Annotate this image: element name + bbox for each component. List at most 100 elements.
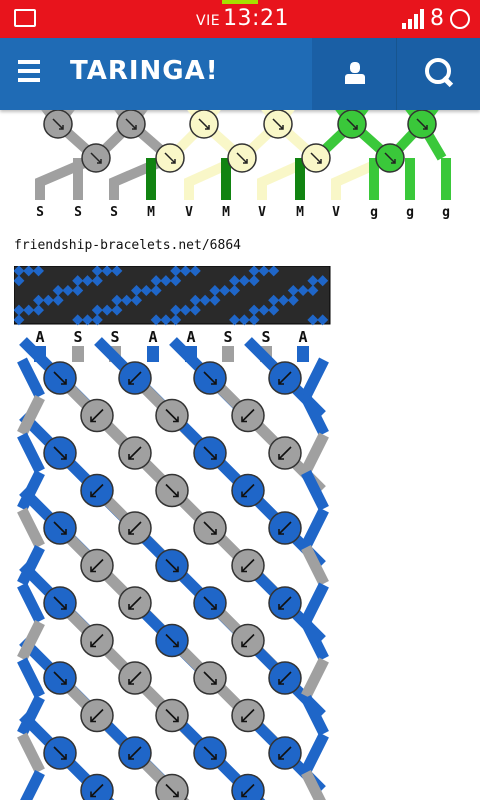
string-label: S — [73, 328, 82, 346]
preview-cell — [170, 314, 182, 326]
edge-strand — [301, 507, 329, 549]
edge-strand — [301, 545, 329, 586]
knot — [155, 773, 189, 800]
preview-cell — [150, 275, 162, 287]
string-label: S — [261, 328, 270, 346]
edge-strand — [301, 432, 329, 474]
knot-arrow — [128, 446, 142, 460]
knot-arrow — [203, 746, 217, 760]
preview-cell — [32, 294, 45, 306]
string-label: A — [298, 328, 307, 346]
edge-strand — [17, 545, 45, 586]
knot-arrow — [278, 521, 292, 535]
knot-arrow — [53, 671, 67, 685]
string-label: A — [148, 328, 157, 346]
knot-arrow — [165, 708, 179, 723]
search-icon — [425, 58, 454, 88]
knot-arrow — [128, 746, 142, 760]
preview-cell — [248, 275, 260, 287]
user-button[interactable] — [312, 38, 396, 110]
string-label: A — [35, 328, 44, 346]
edge-strand — [17, 657, 45, 699]
search-button[interactable] — [396, 38, 480, 110]
string-label: V — [185, 205, 193, 220]
knot-arrow — [52, 118, 64, 130]
edge-strand — [301, 582, 329, 624]
knot-arrow — [272, 118, 284, 130]
knot-arrow — [165, 633, 179, 648]
knot-arrow — [346, 118, 358, 130]
knot — [231, 773, 265, 800]
knot-arrow — [128, 671, 142, 685]
string-label: g — [406, 205, 414, 220]
preview-cell — [189, 304, 201, 316]
string-label: S — [36, 205, 44, 220]
knot-arrow — [241, 708, 255, 723]
knot-arrow — [165, 483, 179, 498]
edge-strand — [17, 357, 45, 399]
edge-strand — [17, 432, 45, 474]
knot-arrow — [278, 371, 292, 385]
preview-cell — [91, 275, 103, 287]
edge-strand — [17, 695, 45, 736]
knot-arrow — [198, 118, 210, 130]
string-label: V — [332, 205, 340, 220]
edge-strand — [301, 357, 329, 399]
knot-arrow — [90, 408, 104, 423]
knot-arrow — [241, 558, 255, 573]
knot-arrow — [90, 558, 104, 573]
knot-arrow — [203, 371, 217, 385]
string-label: S — [223, 328, 232, 346]
string-label: M — [147, 205, 155, 220]
string-label: S — [74, 205, 82, 220]
pattern-source-caption: friendship-bracelets.net/6864 — [14, 238, 241, 253]
string-label: V — [258, 205, 266, 220]
user-icon — [344, 62, 366, 86]
knot-arrow — [90, 483, 104, 498]
knot-arrow — [53, 371, 67, 385]
knot-arrow — [203, 521, 217, 535]
knot-arrow — [125, 118, 137, 130]
knot-arrow — [128, 596, 142, 610]
knot-arrow — [384, 152, 396, 164]
knot-arrow — [165, 558, 179, 573]
preview-strip-bg — [14, 266, 331, 325]
string-label: g — [370, 205, 378, 220]
knot-arrow — [90, 708, 104, 723]
knot-arrow — [53, 521, 67, 535]
knot-arrow — [278, 596, 292, 610]
edge-strand — [17, 732, 45, 774]
edge-strand — [17, 395, 45, 436]
edge-strand — [17, 582, 45, 624]
knot-arrow — [241, 783, 255, 798]
knot-arrow — [203, 446, 217, 460]
status-right-group: 8 — [402, 6, 470, 31]
edge-strand — [301, 395, 329, 436]
knot-arrow — [241, 408, 255, 423]
knot-arrow — [416, 118, 428, 130]
knot-arrow — [53, 446, 67, 460]
string-label: g — [442, 205, 450, 220]
edge-strand — [17, 507, 45, 549]
knot-arrow — [90, 152, 102, 164]
preview-cell — [209, 294, 221, 306]
preview-cell — [121, 294, 133, 306]
brand-logo[interactable]: TARINGA! — [70, 56, 219, 86]
knot-arrow — [165, 408, 179, 423]
knot-arrow — [128, 371, 142, 385]
knot-arrow — [90, 783, 104, 798]
knot-arrow — [203, 596, 217, 610]
edge-strand — [301, 470, 329, 511]
edge-strand — [301, 620, 329, 661]
hamburger-icon[interactable] — [18, 60, 40, 82]
knot-arrow — [241, 483, 255, 498]
app-header: TARINGA! — [0, 38, 480, 110]
edge-strand — [301, 732, 329, 774]
knot-arrow — [203, 671, 217, 685]
knot-arrow — [53, 746, 67, 760]
preview-cell — [14, 275, 25, 287]
